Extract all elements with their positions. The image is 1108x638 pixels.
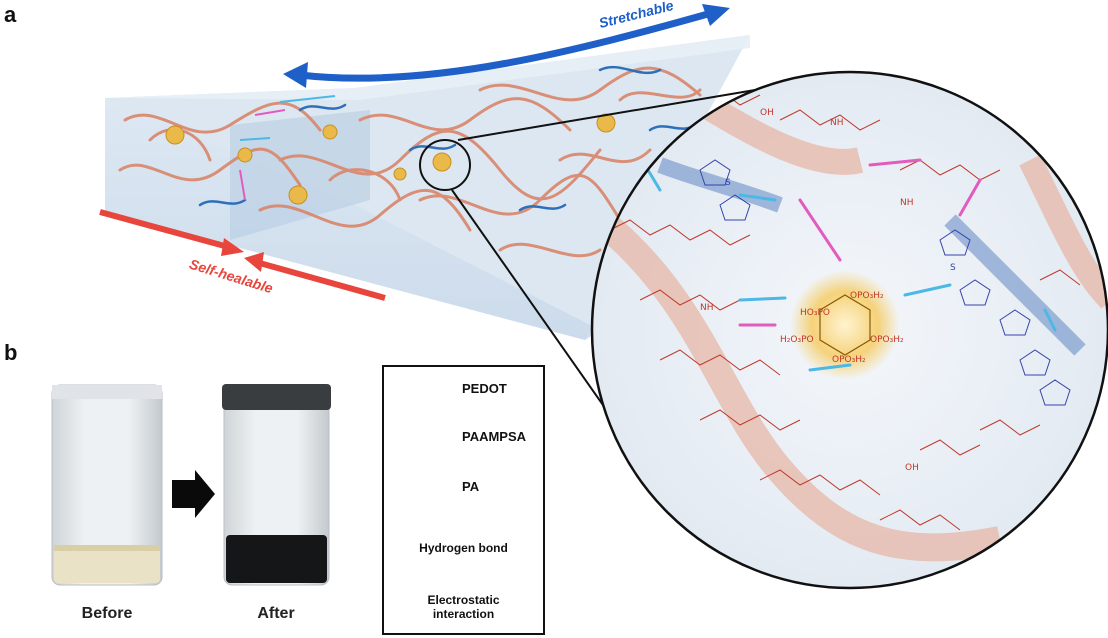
chem-label: OPO₃H₂ — [832, 355, 866, 365]
panel-label-a: a — [4, 2, 17, 27]
paampsa-chains — [118, 66, 702, 258]
zoom-circle: OPO₃H₂ HO₃PO H₂O₃PO OPO₃H₂ OPO₃H₂ OH NH … — [590, 70, 1108, 590]
chem-label: H₂O₃PO — [780, 335, 814, 345]
legend-paampsa-label: PAAMPSA — [462, 429, 527, 444]
before-label: Before — [81, 605, 133, 622]
chem-label: OPO₃H₂ — [850, 291, 884, 301]
panel-label-b: b — [4, 340, 18, 365]
chem-label: NH — [700, 303, 714, 313]
stretchable-arrow — [283, 4, 730, 88]
vial-after — [222, 384, 331, 586]
gel-bonds — [239, 95, 336, 201]
chem-label: S — [950, 263, 956, 273]
self-healable-arrows — [99, 209, 386, 301]
chem-label: HO₃PO — [800, 308, 830, 318]
after-label: After — [257, 605, 295, 622]
hydrogel-block — [105, 35, 750, 340]
chem-label: OPO₃H₂ — [870, 335, 904, 345]
legend-electrostatic-label: Electrostatic interaction — [427, 593, 500, 621]
legend-pa-label: PA — [462, 479, 480, 494]
vial-before — [51, 384, 163, 586]
legend-pedot-label: PEDOT — [462, 381, 507, 396]
arrow-right-icon — [172, 470, 215, 518]
pedot-chains-gel — [198, 65, 697, 212]
zoom-lines — [419, 89, 756, 416]
legend: PEDOT PAAMPSA PA Hydrogen bond Electrost… — [382, 365, 545, 635]
chem-label: OH — [905, 463, 919, 473]
legend-hydrogen-bond-label: Hydrogen bond — [419, 541, 508, 555]
chem-label: S — [725, 178, 731, 188]
pa-particles-gel — [165, 113, 616, 205]
chem-label: NH — [900, 198, 914, 208]
chem-label: NH — [830, 118, 844, 128]
chem-label: OH — [760, 108, 774, 118]
